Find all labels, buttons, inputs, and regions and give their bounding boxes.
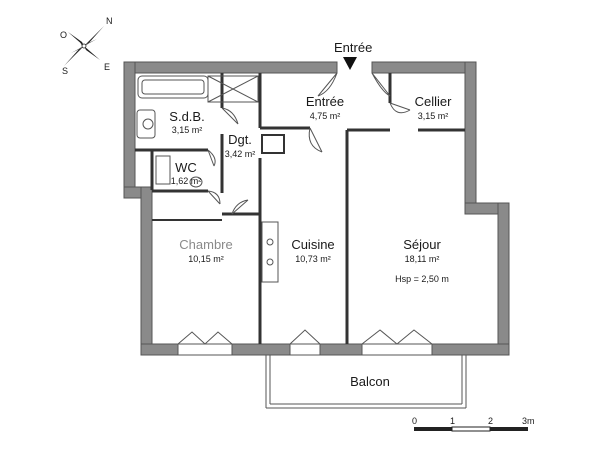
room-dgt-area: 3,42 m²: [225, 149, 256, 159]
exterior-walls: [123, 61, 510, 356]
room-sejour-height: Hsp = 2,50 m: [395, 274, 449, 284]
room-chambre-area: 10,15 m²: [188, 254, 224, 264]
room-sejour-area: 18,11 m²: [405, 254, 440, 264]
room-cuisine-name: Cuisine: [291, 237, 334, 252]
kitchen-counter-icon: [261, 221, 279, 283]
scale-tick-2: 2: [488, 416, 493, 426]
room-dgt: Dgt. 3,42 m²: [225, 132, 256, 159]
entrance-label: Entrée: [334, 40, 372, 55]
room-entree: Entrée 4,75 m²: [306, 94, 344, 121]
room-cellier-area: 3,15 m²: [418, 111, 449, 121]
compass-s-label: S: [62, 66, 68, 76]
room-sejour-name: Séjour: [403, 237, 441, 252]
interior-walls: [135, 73, 465, 344]
room-dgt-name: Dgt.: [228, 132, 252, 147]
room-wc: WC 1,62 m²: [171, 160, 202, 186]
room-sejour: Séjour 18,11 m² Hsp = 2,50 m: [395, 237, 449, 284]
compass-o-label: O: [60, 30, 67, 40]
compass-e-label: E: [104, 62, 110, 72]
balcony: [265, 352, 467, 409]
scale-bar: 0 1 2 3m: [412, 416, 535, 432]
room-cellier-name: Cellier: [415, 94, 453, 109]
entrance-arrow-icon: [343, 57, 357, 70]
room-cuisine: Cuisine 10,73 m²: [291, 237, 334, 264]
washbasin-icon: [136, 109, 156, 139]
compass-n-label: N: [106, 16, 113, 26]
scale-tick-1: 1: [450, 416, 455, 426]
room-sdb-area: 3,15 m²: [172, 125, 203, 135]
room-sdb-name: S.d.B.: [169, 109, 204, 124]
scale-tick-0: 0: [412, 416, 417, 426]
shower-icon: [207, 75, 259, 103]
bathtub-icon: [137, 75, 209, 99]
room-chambre-name: Chambre: [179, 237, 232, 252]
room-entree-area: 4,75 m²: [310, 111, 341, 121]
room-cuisine-area: 10,73 m²: [295, 254, 331, 264]
scale-tick-3: 3m: [522, 416, 535, 426]
room-wc-name: WC: [175, 160, 197, 175]
doors: [177, 72, 433, 356]
compass-icon: N E S O: [60, 16, 113, 76]
balcony-label: Balcon: [350, 374, 390, 389]
room-entree-name: Entrée: [306, 94, 344, 109]
room-sdb: S.d.B. 3,15 m²: [169, 109, 204, 135]
room-wc-area: 1,62 m²: [171, 176, 202, 186]
room-chambre: Chambre 10,15 m²: [179, 237, 232, 264]
toilet-icon: [155, 155, 203, 188]
room-cellier: Cellier 3,15 m²: [415, 94, 453, 121]
